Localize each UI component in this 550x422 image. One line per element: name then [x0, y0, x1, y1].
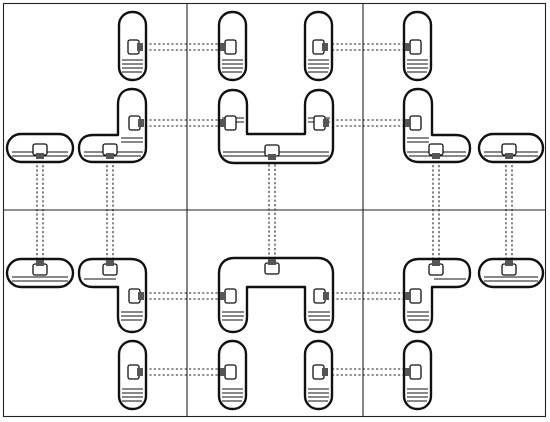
plate-l-lower-left	[77, 257, 148, 334]
tie-upper-left	[145, 119, 220, 127]
tie-vertical-left	[106, 165, 114, 262]
bolt-vert-upper-1	[32, 143, 48, 159]
bolt-bottom-4	[405, 364, 422, 380]
bolts	[32, 39, 517, 380]
tie-bottom-left	[145, 368, 220, 376]
tie-vertical-far-left	[36, 165, 44, 262]
bolt-vert-lower-2	[102, 260, 118, 276]
bolt-lower-1	[128, 288, 144, 304]
tie-top-right	[332, 43, 405, 51]
bolt-upper-4	[405, 115, 422, 131]
bolt-top-4	[405, 39, 422, 55]
tie-lower-right	[332, 292, 405, 300]
bolt-vert-lower-3	[264, 259, 280, 275]
bolt-top-1	[127, 39, 143, 55]
bolt-lower-4	[405, 288, 422, 304]
bolt-top-3	[312, 39, 328, 55]
bolt-bottom-2	[220, 364, 237, 380]
bolt-bottom-1	[127, 364, 143, 380]
plate-l-lower-right	[402, 257, 472, 334]
plate-u-lower	[217, 256, 335, 334]
bolt-lower-3	[313, 288, 329, 304]
bolt-lower-2	[220, 288, 237, 304]
tie-vertical-right	[432, 165, 440, 262]
tie-connectors	[36, 43, 513, 376]
bolt-upper-1	[128, 115, 144, 131]
bolt-vert-upper-5	[501, 143, 517, 159]
tie-vertical-far-right	[505, 165, 513, 262]
bolt-upper-2	[220, 115, 237, 131]
bolt-vert-lower-5	[501, 260, 517, 276]
bolt-vert-upper-3	[264, 144, 280, 160]
bolt-vert-upper-4	[428, 143, 444, 159]
tie-top-left	[145, 43, 220, 51]
bolt-vert-upper-2	[102, 143, 118, 159]
bolt-bottom-3	[312, 364, 328, 380]
bolt-top-2	[220, 39, 237, 55]
bolt-vert-lower-4	[428, 260, 444, 276]
bolt-vert-lower-1	[32, 260, 48, 276]
tie-upper-right	[332, 119, 405, 127]
tie-lower-left	[145, 292, 220, 300]
tie-bottom-right	[332, 368, 405, 376]
tie-vertical-center	[268, 160, 276, 262]
bolt-upper-3	[313, 115, 329, 131]
